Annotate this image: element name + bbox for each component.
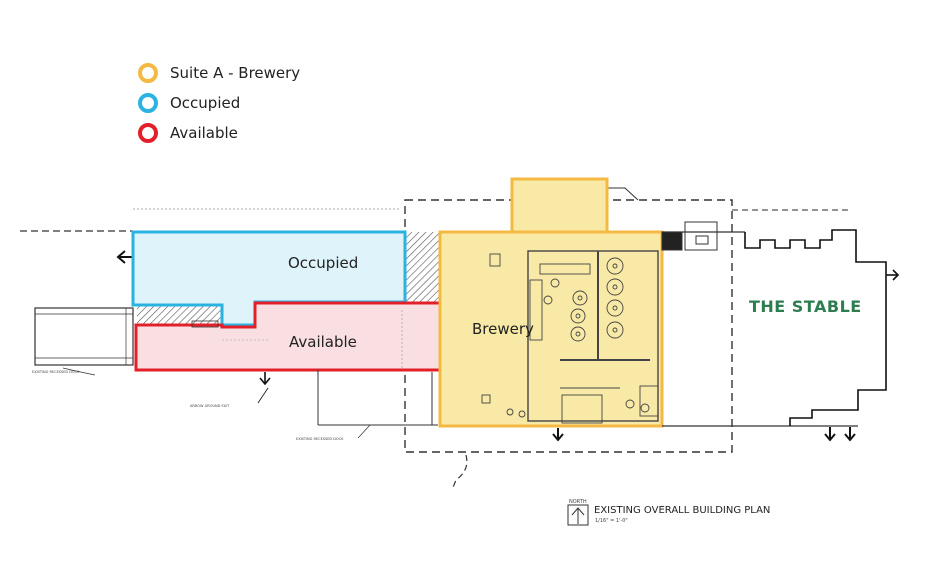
stable-exit-arrows-down-icon xyxy=(824,427,856,442)
brewery-exit-arrow-icon xyxy=(552,428,564,442)
available-region xyxy=(134,301,442,372)
ramp-note: ARROW GROUND EXIT xyxy=(190,404,230,408)
legend-item-brewery: Suite A - Brewery xyxy=(138,62,300,84)
north-label: NORTH xyxy=(569,499,587,505)
connector-lines xyxy=(662,231,858,427)
dock-left-note: EXISTING RECESSED DOCK xyxy=(32,370,80,374)
plan-scale: 1/16" = 1'-0" xyxy=(595,518,628,524)
legend-label-brewery: Suite A - Brewery xyxy=(170,64,301,82)
brewery-label: Brewery xyxy=(472,320,534,338)
available-label: Available xyxy=(289,333,357,351)
occupied-label: Occupied xyxy=(288,254,358,272)
legend-label-occupied: Occupied xyxy=(170,94,241,112)
dock-center-note: EXISTING RECESSED DOCK xyxy=(296,437,344,441)
legend-marker-available xyxy=(138,123,158,143)
available-interior-lines xyxy=(222,310,403,368)
brewery-region xyxy=(438,177,664,428)
stair-detail xyxy=(191,320,219,328)
hatched-wall-divider xyxy=(405,232,439,304)
utility-box xyxy=(661,221,718,251)
legend-item-occupied: Occupied xyxy=(138,92,240,114)
legend-marker-occupied xyxy=(138,93,158,113)
ramp-arrow-icon xyxy=(257,372,271,404)
stable-building xyxy=(744,229,887,426)
plan-title: EXISTING OVERALL BUILDING PLAN xyxy=(594,505,770,516)
stable-exit-arrow-right-icon xyxy=(886,269,900,281)
center-lower-lines xyxy=(317,370,438,439)
north-arrow-icon xyxy=(567,504,589,526)
stable-label: THE STABLE xyxy=(749,297,862,316)
legend-label-available: Available xyxy=(170,124,238,142)
legend-item-available: Available xyxy=(138,122,238,144)
legend-marker-brewery xyxy=(138,63,158,83)
brewery-equipment xyxy=(481,250,659,424)
hatched-wall-left xyxy=(137,305,222,325)
left-dock xyxy=(34,307,134,376)
